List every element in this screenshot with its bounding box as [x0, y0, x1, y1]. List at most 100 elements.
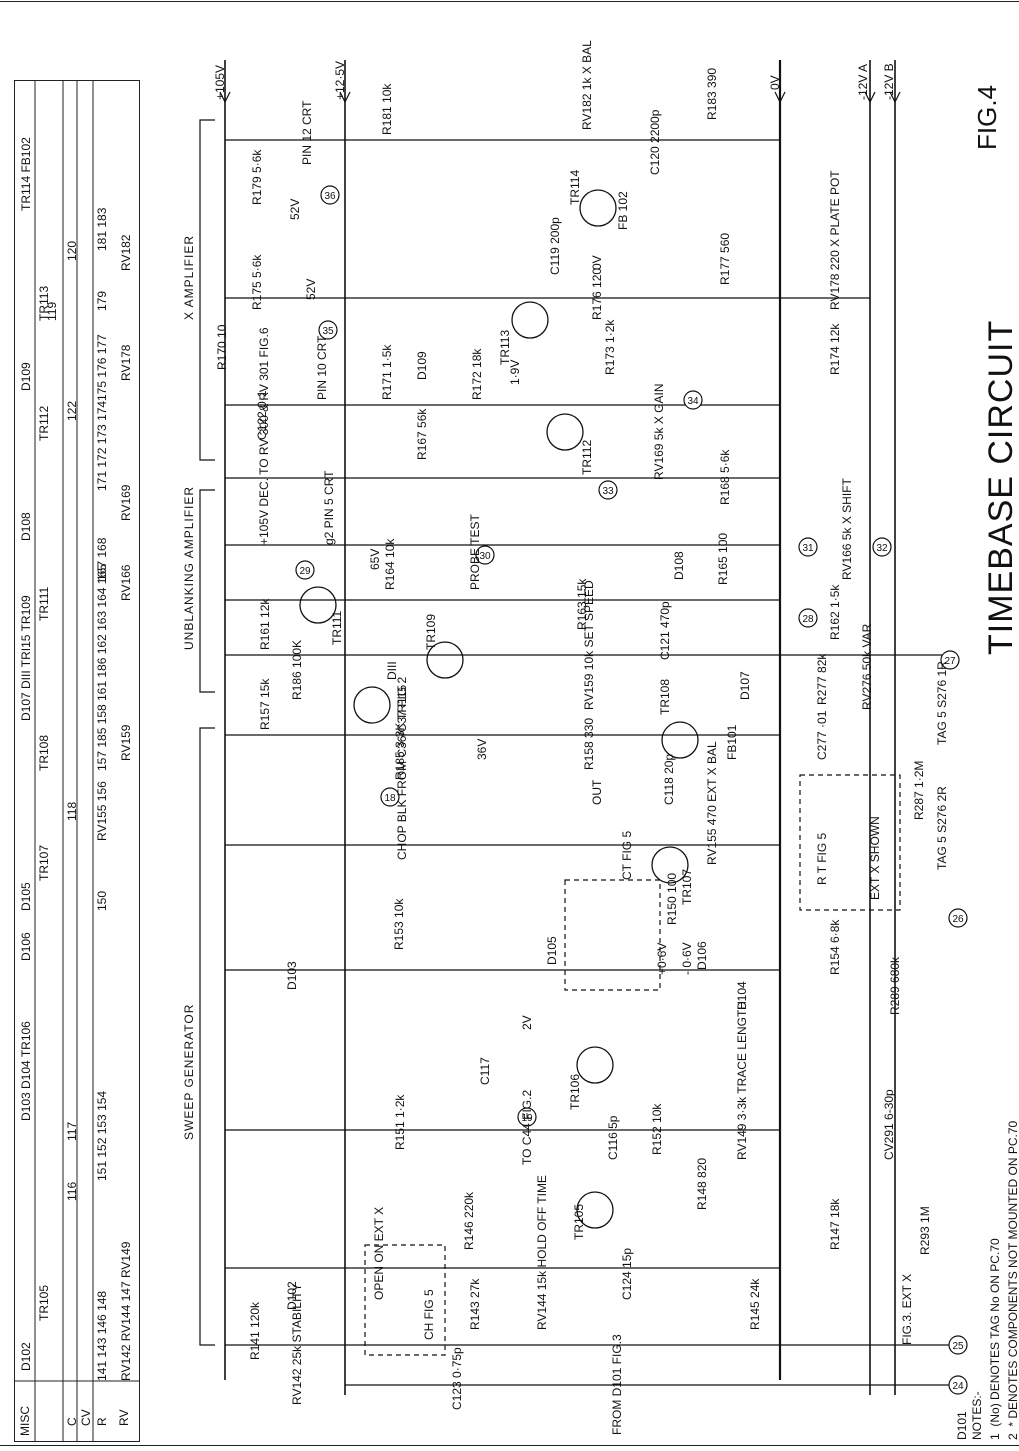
misc-table: MISC C CV R RV D102 TR105 D103 D104 TR10… — [14, 80, 140, 1442]
section-sweep-generator: SWEEP GENERATOR — [182, 1003, 196, 1140]
tag-26 — [948, 908, 968, 928]
v65-label: 65V — [368, 548, 382, 570]
c116-label: C116 5p — [606, 1115, 620, 1160]
r158-label: R158 330 — [582, 717, 596, 770]
rv144-label: RV144 15k HOLD OFF TIME — [535, 1175, 549, 1330]
tr112-symbol — [546, 413, 584, 451]
tag-30 — [475, 545, 495, 565]
box-rt — [799, 774, 901, 911]
r287-label: R287 1·2M — [912, 760, 926, 820]
tr109-symbol — [426, 641, 464, 679]
tag-26-label: 26 — [952, 914, 964, 925]
v1_9-label: 1·9V — [508, 359, 522, 385]
r148-label: R148 820 — [695, 1157, 709, 1210]
r153-label: R153 10k — [392, 898, 406, 950]
fb102-label: FB 102 — [616, 191, 630, 230]
r143-label: R143 27k — [468, 1278, 482, 1330]
tag-34-label: 34 — [687, 396, 699, 407]
open-on-ext-label: OPEN ON EXT X — [372, 1206, 386, 1300]
tag-18 — [380, 787, 400, 807]
r289-label: R289 680k — [888, 956, 902, 1015]
tag-33 — [598, 480, 618, 500]
tag-27 — [940, 650, 960, 670]
r141-label: R141 120k — [248, 1301, 262, 1360]
r165-label: R165 100 — [716, 532, 730, 585]
tag-19 — [517, 1107, 537, 1127]
rt-label: R T FIG 5 — [815, 832, 829, 885]
section-unblanking-amplifier: UNBLANKING AMPLIFIER — [182, 485, 196, 650]
tr105-label: TR105 — [572, 1203, 586, 1240]
v52b-label: 52V — [304, 278, 318, 300]
rail-label-12v5: +12·5V — [333, 60, 347, 100]
r293-label: R293 1M — [918, 1206, 932, 1255]
d101-label: D101 — [955, 1411, 969, 1440]
rv155-label: RV155 470 EXT X BAL — [705, 741, 719, 865]
d106-label: D106 — [695, 941, 709, 970]
rv178-label: RV178 220 X PLATE POT — [828, 170, 842, 310]
v0-label: 0V — [590, 255, 604, 270]
tr108-symbol — [661, 721, 699, 759]
arrow-m12a — [864, 91, 876, 104]
ct-label: CT FIG 5 — [620, 830, 634, 880]
r173-label: R173 1·2k — [603, 319, 617, 375]
r154-label: R154 6·8k — [828, 919, 842, 975]
out-label: OUT — [590, 779, 604, 805]
tag-25-label: 25 — [952, 1341, 964, 1352]
r183-label: R183 390 — [705, 67, 719, 120]
tr114-symbol — [579, 189, 617, 227]
tr105-symbol — [576, 1191, 614, 1229]
r146-label: R146 220k — [462, 1191, 476, 1250]
tag-34 — [683, 390, 703, 410]
r176-label: R176 120 — [590, 267, 604, 320]
r161-label: R161 12k — [258, 598, 272, 650]
dec-label: +105V DEC. TO RV 300 & RV 301 FIG.6 — [257, 327, 271, 545]
tag-30-label: 30 — [479, 551, 491, 562]
rv159-label: RV159 10k SET SPEED — [582, 580, 596, 710]
r172-label: R172 18k — [470, 348, 484, 400]
tag5b-label: TAG 5 S276 2R — [935, 786, 949, 870]
probe-label: PROBE TEST — [468, 514, 482, 590]
tag-28 — [798, 608, 818, 628]
r179-label: R179 5·6k — [250, 149, 264, 205]
tag-24-label: 24 — [952, 1381, 964, 1392]
r168-label: R168 5·6k — [718, 449, 732, 505]
fb101-label: FB101 — [725, 724, 739, 760]
ext-x-label: FIG.3. EXT X — [900, 1273, 914, 1345]
arrow-105v — [219, 91, 231, 104]
tr107-symbol — [651, 846, 689, 884]
cv291-label: CV291 6-30p — [882, 1089, 896, 1160]
rail-label-m12b: -12V B — [882, 63, 896, 100]
v2-label: 2V — [520, 1015, 534, 1030]
r162-label: R162 1·5k — [828, 584, 842, 640]
rv166-label: RV166 5k X SHIFT — [840, 478, 854, 580]
p06-label: +0·6V — [655, 942, 669, 975]
tag-27-label: 27 — [944, 656, 956, 667]
tr107-label: TR107 — [680, 868, 694, 905]
r152-label: R152 10k — [650, 1103, 664, 1155]
bracket-sweep — [199, 727, 215, 1346]
r147-label: R147 18k — [828, 1198, 842, 1250]
tag-25 — [948, 1335, 968, 1355]
tag-29 — [295, 560, 315, 580]
arrow-0v — [774, 91, 786, 104]
tag-32 — [872, 537, 892, 557]
r167-label: R167 56k — [415, 408, 429, 460]
tag-36-label: 36 — [324, 191, 336, 202]
ext-shown-label: EXT X SHOWN — [868, 816, 882, 900]
r175-label: R175 5·6k — [250, 254, 264, 310]
rv276-label: RV276 50k VAR — [860, 623, 874, 710]
r181-label: R181 10k — [380, 83, 394, 135]
tr113-symbol — [511, 301, 549, 339]
v36-label: 36V — [475, 738, 489, 760]
from-d101-label: FROM D101 FIG.3 — [610, 1334, 624, 1435]
bracket-xamp — [199, 119, 215, 461]
chop-label: CHOP BLK FROM C36/C37 FIG 2 — [395, 676, 409, 860]
rail-label-m12a: -12V A — [856, 63, 870, 100]
bottom-rule — [0, 1445, 1019, 1446]
tag5a-label: TAG 5 S276 1R — [935, 661, 949, 745]
d107-label: D107 — [738, 671, 752, 700]
r150-label: R150 100 — [665, 872, 679, 925]
tr109-label: TR109 — [424, 613, 438, 650]
c118-label: C118 20p — [662, 753, 676, 805]
